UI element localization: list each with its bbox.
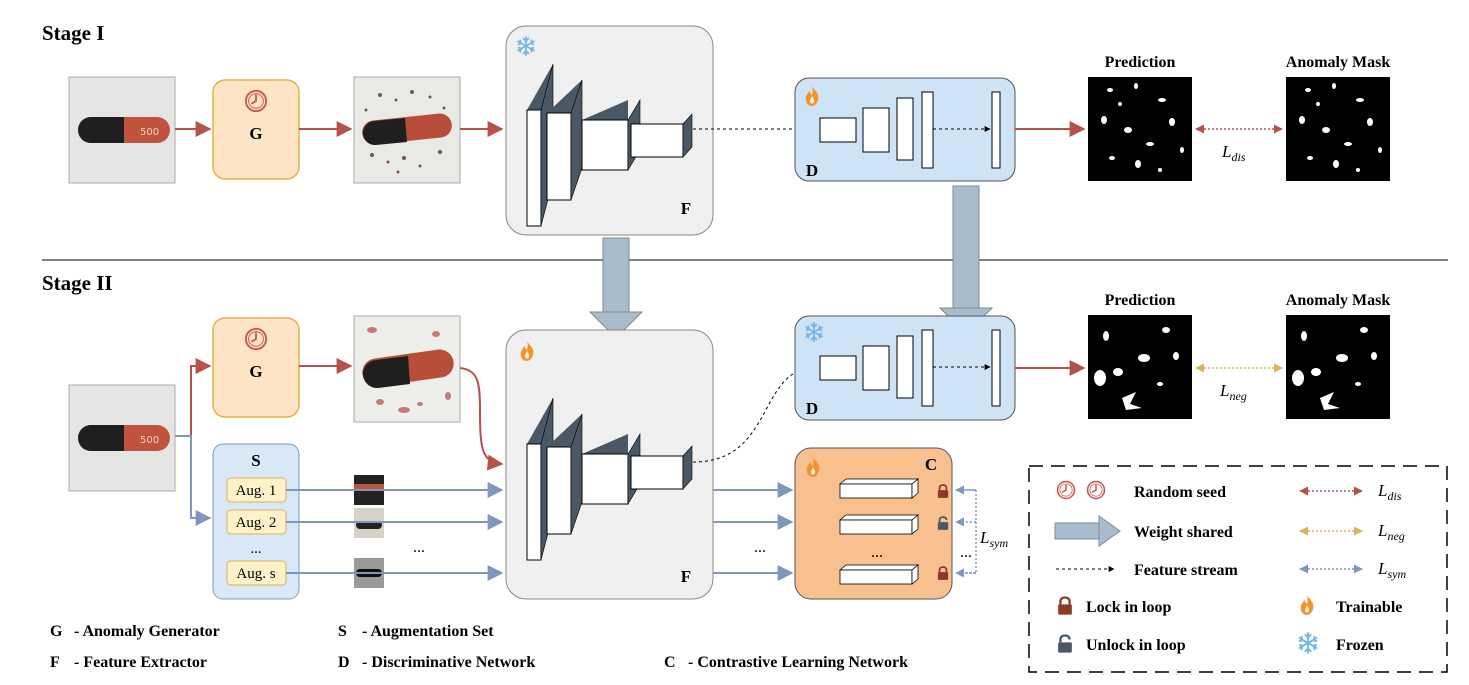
loss-dis-label-stage1: Ldis xyxy=(1221,142,1246,164)
ellipsis-f-c: ... xyxy=(754,539,766,556)
arrow-input-to-g2 xyxy=(175,358,212,437)
discriminator-letter: D xyxy=(806,161,818,180)
svg-text:G: G xyxy=(50,623,63,640)
clock-icon xyxy=(244,327,268,351)
prediction-image-stage2 xyxy=(1088,315,1192,419)
legend-unlock: Unlock in loop xyxy=(1086,637,1186,654)
clock-icon xyxy=(244,89,268,113)
ellipsis-aug: ... xyxy=(413,539,425,556)
input-image-stage2: 500 xyxy=(68,384,176,492)
extractor-letter: F xyxy=(681,199,691,218)
augmentation-set-box: S Aug. 1 Aug. 2 ... Aug. s xyxy=(212,443,300,600)
arrow-input-to-s xyxy=(175,435,212,526)
svg-text:S: S xyxy=(338,623,347,640)
frozen-icon xyxy=(1298,632,1318,654)
capsule-print: 500 xyxy=(140,127,159,138)
arrow-aug-to-f2 xyxy=(459,367,504,471)
generator-box-stage1: G xyxy=(212,79,300,180)
prediction-label-stage1: Prediction xyxy=(1105,54,1176,71)
augmented-image-stage1 xyxy=(353,76,461,184)
legend-lock: Lock in loop xyxy=(1086,599,1171,616)
discriminator-box-stage2: D xyxy=(794,315,1016,421)
svg-text:F: F xyxy=(50,654,60,671)
svg-text:- Anomaly Generator: - Anomaly Generator xyxy=(74,623,220,640)
prediction-label-stage2: Prediction xyxy=(1105,292,1176,309)
legend-random-seed: Random seed xyxy=(1134,484,1226,501)
prediction-image-stage1 xyxy=(1088,77,1192,181)
input-image-stage1: 500 xyxy=(68,76,176,184)
svg-text:C: C xyxy=(664,654,676,671)
svg-text:- Contrastive Learning Network: - Contrastive Learning Network xyxy=(688,654,908,671)
weight-shared-icon xyxy=(1054,515,1121,547)
legend-loss-neg: Lneg xyxy=(1377,521,1405,543)
svg-text:- Feature Extractor: - Feature Extractor xyxy=(74,654,207,671)
svg-text:- Discriminative Network: - Discriminative Network xyxy=(362,654,535,671)
legend-frozen: Frozen xyxy=(1336,637,1384,654)
trainable-icon xyxy=(1300,595,1314,615)
lock-icon xyxy=(1057,596,1073,615)
clock-icon xyxy=(1056,480,1076,500)
legend: Random seed Ldis Weight shared Lneg Feat… xyxy=(1028,465,1448,673)
legend-trainable: Trainable xyxy=(1336,599,1402,616)
legend-loss-sym: Lsym xyxy=(1377,559,1406,581)
contrastive-letter: C xyxy=(925,455,937,474)
mask-image-stage2 xyxy=(1286,315,1390,419)
augmented-image-stage2 xyxy=(353,315,461,423)
aug-item-ellipsis: ... xyxy=(250,541,261,557)
stage1-title: Stage I xyxy=(42,21,104,45)
discriminator-letter-2: D xyxy=(806,399,818,418)
legend-loss-dis: Ldis xyxy=(1377,481,1402,503)
svg-text:- Augmentation Set: - Augmentation Set xyxy=(362,623,494,640)
feature-extractor-stage1: F xyxy=(505,25,714,236)
ellipsis-c: ... xyxy=(871,544,883,561)
extractor-letter-2: F xyxy=(681,567,691,586)
loss-neg-label: Lneg xyxy=(1219,381,1247,403)
aug-set-letter: S xyxy=(251,451,260,470)
loss-sym-label: Lsym xyxy=(979,528,1008,550)
mask-image-stage1 xyxy=(1286,77,1390,181)
generator-box-stage2: G xyxy=(212,317,300,418)
aug-item-2: Aug. 2 xyxy=(236,515,277,531)
svg-text:D: D xyxy=(338,654,350,671)
legend-feature-stream: Feature stream xyxy=(1134,562,1238,579)
generator-letter: G xyxy=(249,124,262,143)
weight-shared-arrow-d xyxy=(938,185,994,335)
stage2-title: Stage II xyxy=(42,271,113,295)
capsule-print: 500 xyxy=(140,435,159,446)
aug-item-1: Aug. 1 xyxy=(236,483,277,499)
clock-icon xyxy=(1086,480,1106,500)
abbreviation-key: G - Anomaly Generator S - Augmentation S… xyxy=(50,623,908,671)
aug-thumbnails xyxy=(354,475,384,588)
generator-letter-2: G xyxy=(249,362,262,381)
aug-item-s: Aug. s xyxy=(236,566,275,582)
legend-weight-shared: Weight shared xyxy=(1134,524,1233,541)
unlock-icon xyxy=(1057,634,1073,653)
mask-label-stage1: Anomaly Mask xyxy=(1286,54,1391,71)
ellipsis-sym: ... xyxy=(960,544,972,561)
feature-extractor-stage2: F xyxy=(505,329,714,600)
discriminator-box-stage1: D xyxy=(794,77,1016,182)
mask-label-stage2: Anomaly Mask xyxy=(1286,292,1391,309)
weight-shared-arrow-f xyxy=(588,237,644,339)
contrastive-box: C ... xyxy=(794,447,953,600)
